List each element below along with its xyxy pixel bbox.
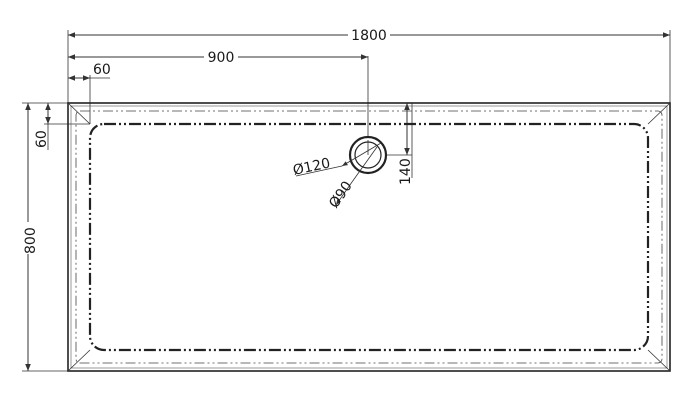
dimension-label-60-horizontal: 60 [93,62,111,78]
dimension-label-diameter-120: Ø120 [292,155,332,179]
dimension-label-1800: 1800 [351,28,387,44]
dimension-label-900: 900 [208,50,235,66]
extension-lines [22,30,671,372]
dimension-edge-offset-y: 60 [34,103,51,150]
dimension-overall-length: 1800 [68,26,670,44]
tray-inner-basin [75,110,663,364]
dimension-label-800: 800 [23,227,39,254]
shower-tray-outline [67,102,671,372]
dimension-waste-offset: 140 [398,103,414,185]
dimension-label-60-vertical: 60 [34,130,50,148]
dimension-overall-width: 800 [20,103,39,371]
waste-outlet [348,135,388,175]
dimension-center-offset: 900 [68,48,368,66]
dimension-label-140: 140 [398,158,414,185]
dimension-edge-offset-x: 60 [68,62,111,81]
dimension-outer-diameter: Ø120 [292,142,382,179]
